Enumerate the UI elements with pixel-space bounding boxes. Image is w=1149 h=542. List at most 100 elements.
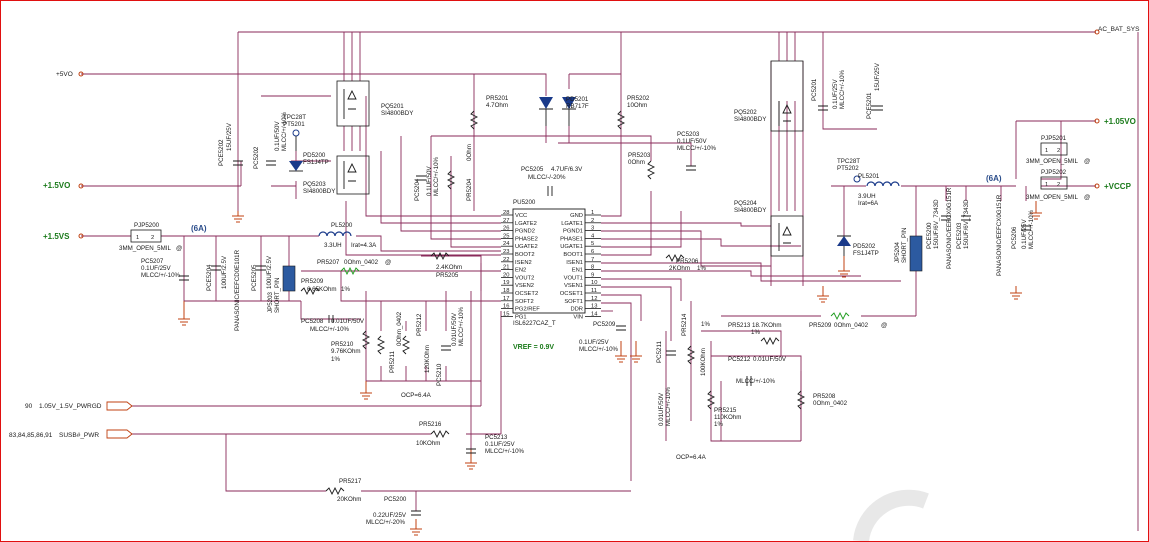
- pr5217-val: 20KOhm: [337, 496, 361, 503]
- watermark-arc: [853, 489, 929, 541]
- inductors: PL5200 3.3UH Irat=4.3A PL5201 3.9UH Irat…: [318, 173, 900, 249]
- pr5206-tol: 1%: [697, 265, 706, 272]
- ic-left-pin-num: 19: [503, 280, 509, 286]
- pce5201-body: [871, 105, 883, 111]
- net-plus1v5vo: +1.5VO: [43, 181, 70, 190]
- pc5210-tol: MLCC/+/-10%: [458, 306, 465, 346]
- ic-ref: PU5200: [513, 199, 536, 206]
- ic-left-pin-name: UGATE2: [515, 244, 538, 250]
- pr5206-body: [665, 253, 685, 263]
- pjp5201-opt: @: [1084, 158, 1090, 165]
- inductor-pl5201: PL5201 3.9UH Irat=6A: [858, 173, 900, 207]
- pd5201-ref: PD5201: [566, 96, 589, 103]
- pjp5202-opt: @: [1084, 194, 1090, 201]
- pjp5201-pin2: 2: [1057, 148, 1060, 154]
- ic-left-pin-num: 16: [503, 304, 509, 310]
- pce5202-ref: PCE5202: [218, 139, 225, 166]
- pjp5202-part: 3MM_OPEN_5MIL: [1026, 194, 1078, 201]
- pc5205-tol: MLCC/-/-20%: [528, 174, 566, 181]
- pce5200-body: [941, 215, 951, 221]
- pr5205-val: 2.4KOhm: [436, 264, 462, 271]
- pd5201-part: RB717F: [566, 103, 589, 110]
- pr5211-ref: PR5211: [389, 351, 396, 373]
- mosfet-pq5202: PQ5202 SI4800BDY: [734, 60, 804, 132]
- pl5201-irat: Irat=6A: [858, 200, 879, 207]
- tpc-right-part: PT5202: [837, 165, 859, 172]
- ic-right-pin-name: VIN: [573, 314, 583, 320]
- pr5203-body: [646, 160, 656, 180]
- pr5203-val: 0Ohm: [628, 159, 645, 166]
- inductor-pl5200: PL5200 3.3UH Irat=4.3A: [318, 222, 377, 249]
- pc5209-val: 0.1UF/25V: [579, 339, 609, 346]
- pr5214-body: [686, 345, 696, 365]
- pjp5200-ref: PJP5200: [134, 222, 160, 229]
- pc5207-val: 0.1UF/25V: [141, 265, 171, 272]
- jumper-pjp5200: 1 2 PJP5200 3MM_OPEN_5MIL @: [119, 222, 182, 252]
- pr5205-body: [430, 251, 450, 261]
- pq5201-part: SI4800BDY: [381, 110, 413, 117]
- pjp5202-pin2: 2: [1057, 182, 1060, 188]
- pr5217-ref: PR5217: [339, 478, 362, 485]
- pr5208-body: [796, 390, 806, 410]
- pc5202-val: 0.1UF/50V: [274, 121, 281, 151]
- pr5212-body: [401, 335, 411, 355]
- pr5208-val: 0Ohm_0402: [813, 400, 848, 407]
- pce5203-val: 150UF/6V_7343D: [963, 199, 970, 249]
- net-labels: AC_BAT_SYS +5VO +1.5VO +1.5VS +1.05VO +V…: [9, 26, 1140, 439]
- pc5207-tol: MLCC/+/-10%: [141, 272, 181, 279]
- resistors: PR5201 4.7Ohm PR5202 10Ohm PR5203 0Ohm P…: [300, 95, 887, 503]
- net-ac-bat-sys: AC_BAT_SYS: [1098, 26, 1140, 33]
- pq5204-part: SI4800BDY: [734, 207, 766, 214]
- ic-left-pin-num: 18: [503, 288, 509, 294]
- pd5202-ref: PD5202: [853, 243, 876, 250]
- pq5203-part: SI4800BDY: [303, 188, 335, 195]
- pl5200-irat: Irat=4.3A: [351, 242, 377, 249]
- pc5206-body: [1021, 225, 1031, 231]
- pc5205-body: [547, 186, 553, 196]
- pc5203-ref: PC5203: [677, 131, 700, 138]
- pc5207-body: [179, 275, 189, 281]
- tpc-right-icon: [853, 175, 861, 183]
- pc5201-tol: MLCC/+/-10%: [839, 69, 846, 109]
- ic-left-pin-num: 26: [503, 226, 509, 232]
- pce5200-val: 150UF/6V_7343D: [933, 199, 940, 249]
- pr5203-ref: PR5203: [628, 152, 651, 159]
- pc5211-tol: MLCC/+/-10%: [665, 386, 672, 426]
- pc5208-val: 0.01UF/50V: [331, 318, 365, 325]
- diode-pd5202: PD5202 FS1J4TP: [837, 235, 879, 257]
- pce5202-body: [233, 160, 243, 166]
- pr5209b-ref: PR5209: [809, 322, 832, 329]
- pwrgd-port-icon: [106, 401, 133, 411]
- pc5210-body: [441, 345, 451, 351]
- pjp5200-opt: @: [176, 245, 182, 252]
- ic-right-pin-num: 12: [591, 296, 597, 302]
- ic-left-pin-name: PHASE2: [515, 236, 538, 242]
- net-pwrgd: 1.05V_1.5V_PWRGD: [39, 403, 102, 410]
- panasonic-left: PANASONIC/EEFCD0E101R: [234, 249, 241, 331]
- jumper-jp5203: JP5203 SHORT_PIN: [267, 265, 296, 313]
- pjp5201-part: 3MM_OPEN_5MIL: [1026, 158, 1078, 165]
- ic-left-pin-name: VSEN2: [515, 283, 534, 289]
- ic-left-pin-num: 17: [503, 296, 509, 302]
- test-points: TPC28T PT5201 TPC28T PT5202: [283, 114, 861, 183]
- ic-right-pin-name: VSEN1: [564, 283, 583, 289]
- pd5200-ref: PD5200: [303, 152, 326, 159]
- pc5208-tol: MLCC/+/-10%: [310, 326, 350, 333]
- pc5204-val: 0.1UF/50V: [426, 166, 433, 196]
- ic-left-pin-name: EN2: [515, 268, 526, 274]
- pl5201-val: 3.9UH: [858, 193, 876, 200]
- pr5215-body: [706, 390, 716, 410]
- pc5204-ref: PC5204: [414, 178, 421, 201]
- net-pwrgd-ref: 90: [25, 403, 33, 410]
- pr5204-val: 0Ohm: [466, 144, 473, 161]
- jp5203-ref: JP5203: [267, 291, 274, 313]
- vref-note: VREF = 0.9V: [513, 344, 554, 351]
- pq5202-ref: PQ5202: [734, 109, 757, 116]
- ic-right-pin-name: PGND1: [563, 229, 583, 235]
- pc5205-ref: PC5205: [521, 166, 544, 173]
- grounds: [178, 201, 1042, 536]
- ic-right-pin-name: OCSET1: [560, 291, 583, 297]
- pr5207-body: [340, 266, 360, 276]
- pc5201-body: [818, 105, 828, 111]
- pc5210-val: 0.01UF/50V: [451, 312, 458, 346]
